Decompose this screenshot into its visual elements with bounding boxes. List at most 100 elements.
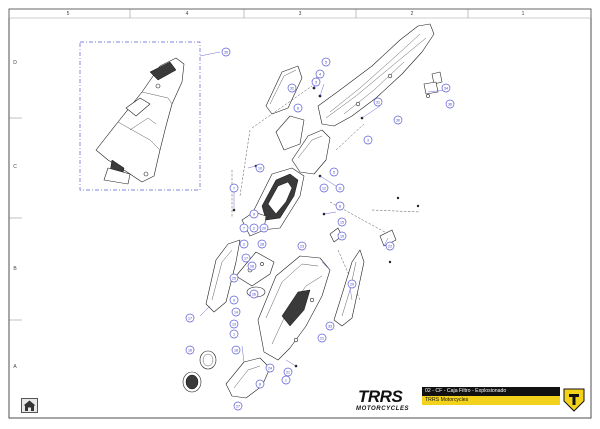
callout-number: 14 xyxy=(234,310,238,314)
trrs-shield-icon xyxy=(563,388,585,412)
intake-boot xyxy=(182,350,217,393)
callout-number: 29 xyxy=(350,282,354,286)
callout-number: 8 xyxy=(259,382,261,386)
callout-number: 8 xyxy=(339,204,341,208)
callout-number: 35 xyxy=(224,50,228,54)
row-label: A xyxy=(13,364,17,370)
callout-bubble xyxy=(441,83,451,93)
home-icon xyxy=(23,400,36,411)
callout-number: 17 xyxy=(244,256,248,260)
trrs-logo: TRRS MOTORCYCLES xyxy=(352,385,422,415)
rear-fender xyxy=(317,23,435,127)
callout-number: 12 xyxy=(322,186,326,190)
callout-number: 5 xyxy=(325,60,327,64)
detail-inset-frame xyxy=(79,41,201,191)
callout-bubble xyxy=(239,223,249,233)
filter-gasket xyxy=(275,115,305,151)
intake-duct xyxy=(225,357,271,399)
callout-number: 11 xyxy=(338,186,342,190)
callout-bubble xyxy=(281,375,291,385)
callout-bubble xyxy=(445,99,455,109)
callout-number: 7 xyxy=(233,186,235,190)
callout-number: 28 xyxy=(250,264,254,268)
callout-bubble xyxy=(293,103,303,113)
callout-bubble xyxy=(247,261,257,271)
callout-number: 16 xyxy=(188,348,192,352)
callout-number: 32 xyxy=(290,86,294,90)
callout-number: 5 xyxy=(333,170,335,174)
callout-number: 36 xyxy=(448,102,452,106)
callout-number: 26 xyxy=(252,292,256,296)
side-cover-right xyxy=(333,249,365,327)
callout-bubble xyxy=(315,69,325,79)
drawing-title: 02 - CF - Caja Filtro - Explosionado xyxy=(422,387,560,396)
bracket-part xyxy=(423,71,443,98)
callout-bubble xyxy=(347,279,357,289)
callout-number: 34 xyxy=(444,86,448,90)
callout-number: 23 xyxy=(300,244,304,248)
callout-bubble xyxy=(297,241,307,251)
airbox-body xyxy=(257,255,331,361)
callout-number: 10 xyxy=(258,166,262,170)
callout-bubble xyxy=(185,313,195,323)
callout-bubble xyxy=(393,115,403,125)
callout-bubble xyxy=(229,273,239,283)
callout-bubble xyxy=(287,83,297,93)
callout-number: 2 xyxy=(253,226,255,230)
callout-number: 1 xyxy=(233,332,235,336)
callout-number: 4 xyxy=(319,72,321,76)
callout-number: 1 xyxy=(285,378,287,382)
callout-bubble xyxy=(229,183,239,193)
callout-number: 3 xyxy=(367,138,369,142)
callout-number: 13 xyxy=(232,322,236,326)
column-label: 4 xyxy=(186,11,189,17)
row-label: D xyxy=(13,60,17,66)
callout-number: 9 xyxy=(253,212,255,216)
callout-number: 19 xyxy=(340,234,344,238)
callout-number: 24 xyxy=(268,366,272,370)
callout-number: 6 xyxy=(297,106,299,110)
callout-bubble xyxy=(373,97,383,107)
callout-bubble xyxy=(231,345,241,355)
callout-number: 21 xyxy=(286,370,290,374)
column-label: 3 xyxy=(299,11,302,17)
home-button[interactable] xyxy=(21,398,38,413)
callout-bubble xyxy=(337,217,347,227)
callout-number: 25 xyxy=(232,276,236,280)
logo-wordmark: TRRS xyxy=(358,387,403,406)
callout-number: 3 xyxy=(315,80,317,84)
callout-bubble xyxy=(259,223,269,233)
callout-bubble xyxy=(229,329,239,339)
callout-number: 18 xyxy=(234,348,238,352)
callout-bubble xyxy=(385,241,395,251)
callout-number: 27 xyxy=(236,404,240,408)
callout-bubble xyxy=(185,345,195,355)
assembled-airbox-detail xyxy=(95,57,185,185)
callout-bubble xyxy=(239,239,249,249)
callout-number: 15 xyxy=(340,220,344,224)
callout-bubble xyxy=(257,239,267,249)
callout-bubble xyxy=(233,401,243,411)
callout-bubble xyxy=(241,253,251,263)
callout-bubble xyxy=(311,77,321,87)
callout-bubble xyxy=(319,183,329,193)
callout-bubble xyxy=(325,321,335,331)
callout-number: 33 xyxy=(328,324,332,328)
callout-number: 22 xyxy=(388,244,392,248)
callout-bubble xyxy=(255,163,265,173)
callout-bubble xyxy=(255,379,265,389)
callout-bubble xyxy=(231,307,241,317)
callout-number: 2 xyxy=(243,242,245,246)
callout-bubble xyxy=(317,333,327,343)
callout-bubble xyxy=(329,167,339,177)
callout-number: 28 xyxy=(260,242,264,246)
callout-bubble xyxy=(335,201,345,211)
callout-number: 17 xyxy=(188,316,192,320)
callout-bubble xyxy=(337,231,347,241)
column-label: 1 xyxy=(522,11,525,17)
callout-bubble xyxy=(221,47,231,57)
callout-bubble xyxy=(229,319,239,329)
